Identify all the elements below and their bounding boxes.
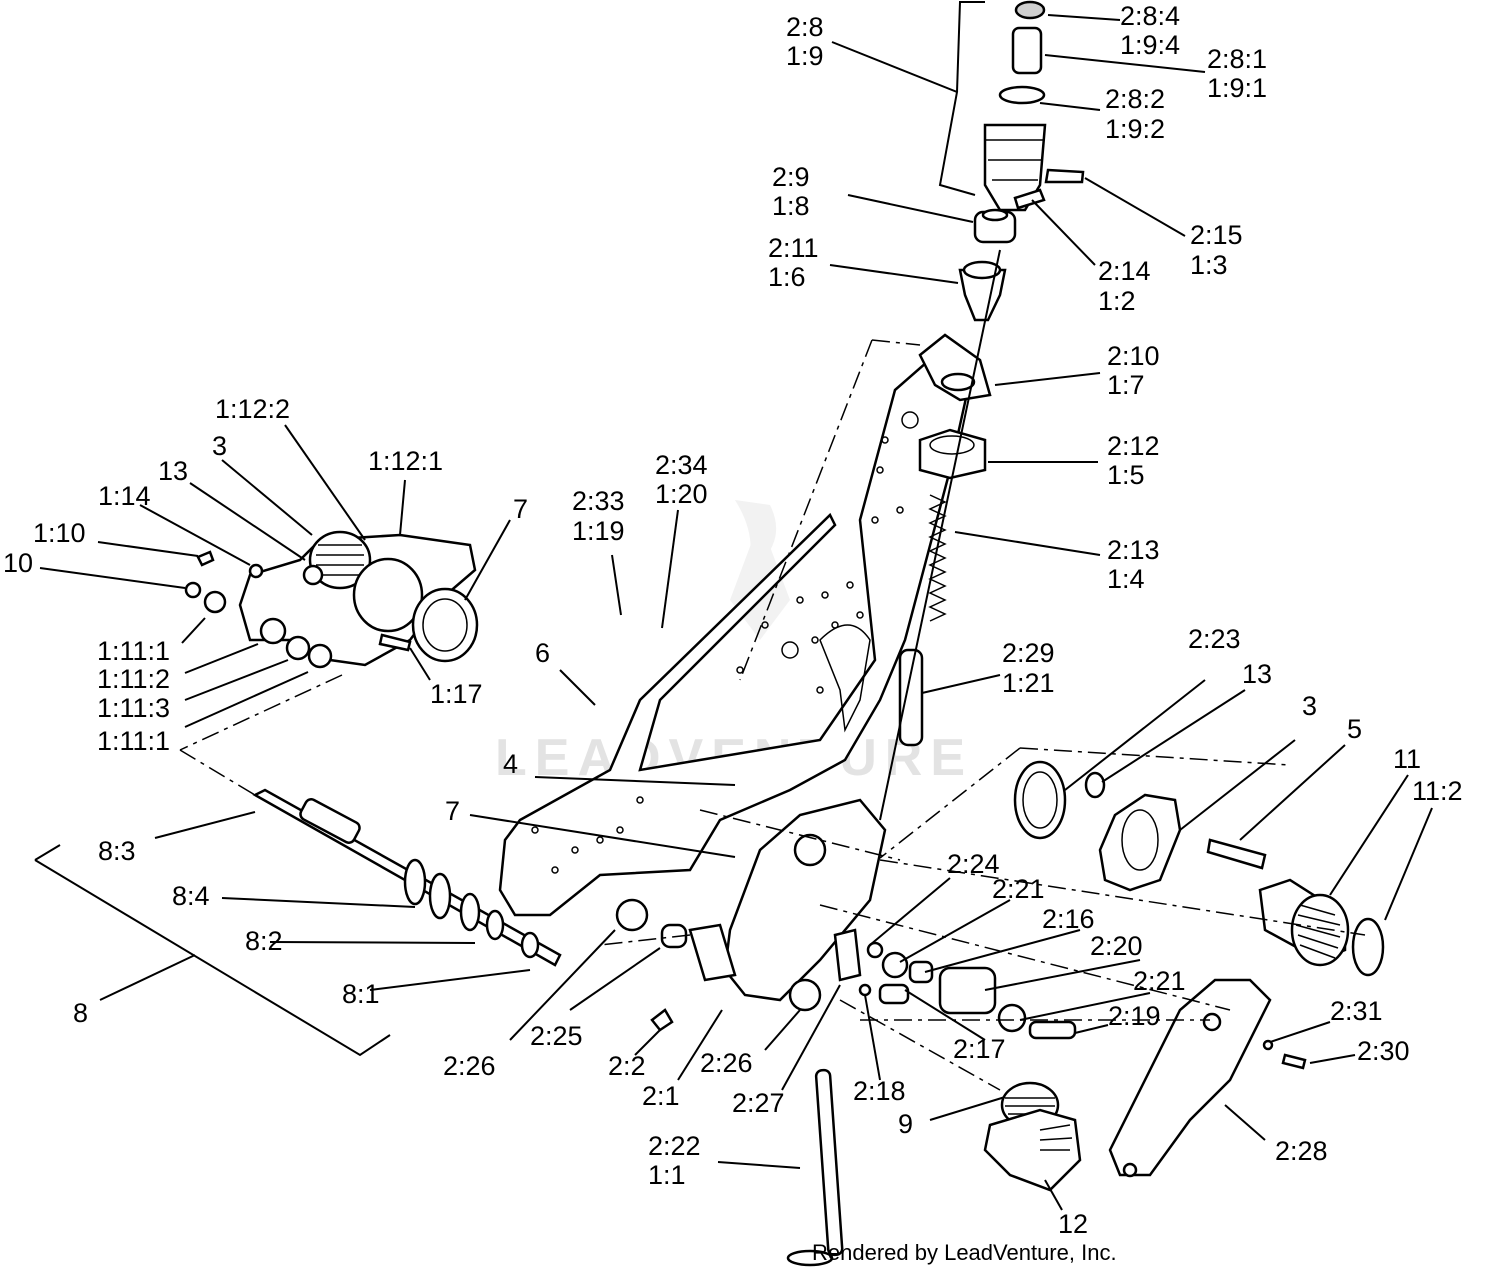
callout-2-20: 2:20: [1090, 931, 1143, 961]
callout-2-26a: 2:26: [443, 1051, 496, 1081]
leader-lines: [34, 1, 1433, 1211]
callout-8-3: 8:3: [98, 836, 136, 866]
callout-2-23: 2:23: [1188, 624, 1241, 654]
clamp-2-27: [833, 928, 862, 982]
knob-cap: [1014, 0, 1046, 20]
callout-6: 6: [535, 638, 550, 668]
callout-2-27: 2:27: [732, 1088, 785, 1118]
callout-2-25: 2:25: [530, 1021, 583, 1051]
callout-2-16: 2:16: [1042, 904, 1095, 934]
gear-8-4: [403, 858, 505, 941]
bracket-plate: [498, 353, 972, 917]
callout-2-2: 2:2: [608, 1051, 646, 1081]
bolt-5: [1206, 838, 1267, 870]
rod-axis: [879, 249, 1001, 821]
callout-5: 5: [1347, 714, 1362, 744]
callout-2-30: 2:30: [1357, 1036, 1410, 1066]
parts-art: [184, 0, 1385, 1267]
callout-12: 12: [1058, 1209, 1088, 1239]
callout-2-28: 2:28: [1275, 1136, 1328, 1166]
callout-3b: 3: [1302, 691, 1317, 721]
bearing-2-21b: [997, 1003, 1027, 1033]
callout-7b: 7: [445, 796, 460, 826]
flange-3b: [1098, 793, 1182, 892]
sleeve-2-29: [898, 648, 924, 747]
knob-stem: [1011, 26, 1043, 75]
credit-text: Rendered by LeadVenture, Inc.: [812, 1240, 1117, 1265]
callout-13a: 13: [158, 456, 188, 486]
callout-7a: 7: [513, 494, 528, 524]
callout-2-1: 2:1: [642, 1081, 680, 1111]
callout-2-26b: 2:26: [700, 1048, 753, 1078]
housing-2-1: [723, 798, 887, 1002]
callout-1-17: 1:17: [430, 679, 483, 709]
rod-2-22: [814, 1068, 844, 1257]
callout-8-2: 8:2: [245, 926, 283, 956]
callout-2-18: 2:18: [853, 1076, 906, 1106]
callout-2-24: 2:24: [947, 849, 1000, 879]
washer-11-2: [1351, 917, 1385, 977]
callout-2-21a: 2:21: [992, 874, 1045, 904]
belt-12: [983, 1108, 1082, 1192]
callout-2-31: 2:31: [1330, 996, 1383, 1026]
plate-holes: [531, 411, 919, 874]
watermark-logo: [700, 500, 820, 640]
callout-2-17: 2:17: [953, 1034, 1006, 1064]
screw-2-2: [650, 1008, 674, 1032]
callout-1-14: 1:14: [98, 481, 151, 511]
alignment-lines: [179, 339, 1366, 1091]
knob-body: [983, 123, 1047, 212]
callout-11: 11: [1393, 744, 1421, 774]
callout-13b: 13: [1242, 659, 1272, 689]
callout-9: 9: [898, 1109, 913, 1139]
callout-2-19: 2:19: [1108, 1001, 1161, 1031]
bearing-2-26a: [615, 898, 649, 932]
callout-4: 4: [503, 749, 518, 779]
callout-11-2: 11:2: [1412, 776, 1463, 806]
callout-1-10: 1:10: [33, 518, 86, 548]
bearing-2-21a: [881, 951, 909, 979]
callout-8-1: 8:1: [342, 979, 380, 1009]
callout-10: 10: [3, 548, 33, 578]
callout-2-21b: 2:21: [1133, 966, 1186, 996]
callout-3a: 3: [212, 431, 227, 461]
callout-8: 8: [73, 998, 88, 1028]
pin-2-14: [1013, 188, 1046, 210]
callout-1-12-2: 1:12:2: [215, 394, 290, 424]
callout-1-12-1: 1:12:1: [368, 446, 443, 476]
bearing-2-26b: [788, 978, 822, 1012]
pin-2-15: [1044, 168, 1085, 184]
sleeve-2-20: [938, 966, 997, 1015]
cam-wheel: [308, 530, 372, 590]
callout-8-4: 8:4: [172, 881, 210, 911]
